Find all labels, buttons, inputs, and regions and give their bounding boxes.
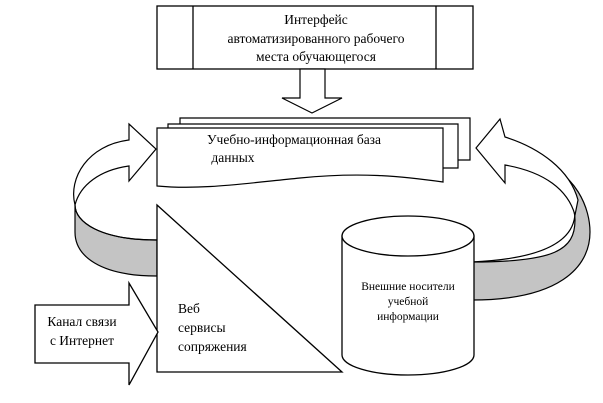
interface-title-line3: места обучающегося <box>256 49 376 64</box>
storage-label-line3: информации <box>377 311 439 323</box>
database-label-line2: данных <box>211 150 254 165</box>
database-document: Учебно-информационная база данных <box>156 117 471 188</box>
database-label-line1: Учебно-информационная база <box>207 132 381 147</box>
interface-box: Интерфейс автоматизированного рабочего м… <box>156 5 474 70</box>
left-cycle-arrow <box>73 122 158 277</box>
external-storage-cylinder: Внешние носители учебной информации <box>341 215 475 376</box>
internet-channel-line2: с Интернет <box>50 333 114 348</box>
web-services-line3: сопряжения <box>178 339 247 354</box>
internet-channel-arrow: Канал связи с Интернет <box>34 280 159 386</box>
storage-label-line2: учебной <box>388 296 429 308</box>
interface-title-line2: автоматизированного рабочего <box>228 31 405 46</box>
web-services-line1: Веб <box>178 301 200 316</box>
interface-title-line1: Интерфейс <box>284 12 348 27</box>
web-services-line2: сервисы <box>178 320 226 335</box>
storage-label-line1: Внешние носители <box>361 281 455 293</box>
down-arrow-icon <box>281 68 343 114</box>
web-services-triangle: Веб сервисы сопряжения <box>156 203 344 373</box>
internet-channel-line1: Канал связи <box>47 314 116 329</box>
right-cycle-arrow <box>471 117 591 301</box>
